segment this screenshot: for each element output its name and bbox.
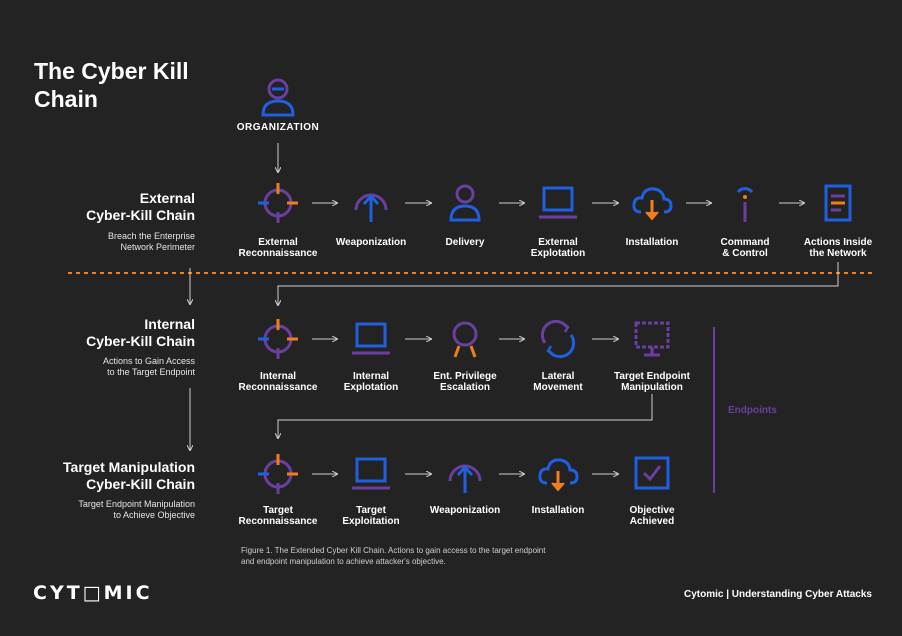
step-label: Weaponization (335, 237, 407, 248)
step-label: Ent. Privilege Escalation (433, 371, 497, 393)
laptop-icon (352, 457, 390, 490)
step-label: Target Endpoint Manipulation (614, 371, 690, 393)
organization-label: ORGANIZATION (236, 122, 320, 133)
cloud-download-icon (538, 458, 579, 492)
step-icon-wrap (535, 316, 581, 362)
step-label: Delivery (445, 237, 485, 248)
checkbox-icon (634, 456, 670, 490)
step-icon-wrap (629, 180, 675, 226)
step-label: Installation (531, 505, 585, 516)
step-label: Objective Achieved (629, 505, 675, 527)
step-icon-wrap (629, 451, 675, 497)
row-title-target: Target Manipulation Cyber-Kill Chain (63, 459, 195, 492)
step-icon-wrap (255, 451, 301, 497)
step-icon-wrap (442, 451, 488, 497)
step-icon-wrap (629, 316, 675, 362)
footer-text: Cytomic | Understanding Cyber Attacks (683, 589, 872, 600)
crosshair-icon (258, 319, 298, 359)
brand-logo: CYT□MIC (33, 582, 153, 604)
document-icon (824, 184, 852, 222)
step-label: External Explotation (530, 237, 586, 259)
row-subtitle-internal: Actions to Gain Access to the Target End… (102, 356, 195, 377)
row-title-internal: Internal Cyber-Kill Chain (86, 316, 195, 349)
step-label: Command & Control (720, 237, 770, 259)
cloud-download-icon (632, 187, 673, 221)
antenna-icon (736, 187, 754, 222)
step-icon-wrap (255, 180, 301, 226)
step-icon-wrap (722, 180, 768, 226)
monitor-icon (634, 321, 670, 357)
figure-caption: Figure 1. The Extended Cyber Kill Chain.… (241, 546, 546, 566)
step-label: Target Exploitation (342, 505, 400, 527)
step-label: Target Reconnaissance (238, 505, 318, 527)
refresh-icon (540, 319, 576, 359)
row-subtitle-target: Target Endpoint Manipulation to Achieve … (78, 499, 195, 520)
row-title-external: External Cyber-Kill Chain (86, 190, 195, 223)
crosshair-icon (258, 454, 298, 494)
step-icon-wrap (255, 316, 301, 362)
person-icon (449, 184, 481, 222)
step-icon-wrap (535, 180, 581, 226)
step-icon-wrap (348, 180, 394, 226)
step-icon-wrap (442, 316, 488, 362)
laptop-icon (539, 186, 577, 219)
step-icon-wrap (815, 180, 861, 226)
upload-arrow-icon (448, 464, 482, 493)
step-label: External Reconnaissance (238, 237, 318, 259)
user-icon (261, 78, 295, 117)
laptop-icon (352, 322, 390, 355)
step-label: Internal Reconnaissance (238, 371, 318, 393)
row-subtitle-external: Breach the Enterprise Network Perimeter (107, 231, 195, 252)
step-label: Internal Explotation (343, 371, 399, 393)
medal-icon (452, 321, 478, 358)
step-label: Lateral Movement (533, 371, 583, 393)
step-icon-wrap (348, 316, 394, 362)
step-label: Actions Inside the Network (803, 237, 873, 259)
step-icon-wrap (442, 180, 488, 226)
step-icon-wrap (535, 451, 581, 497)
step-label: Weaponization (429, 505, 501, 516)
upload-arrow-icon (354, 193, 388, 222)
crosshair-icon (258, 183, 298, 223)
step-label: Installation (625, 237, 679, 248)
step-icon-wrap (348, 451, 394, 497)
organization-icon-wrap (255, 75, 301, 121)
endpoints-label: Endpoints (728, 405, 777, 416)
page-title: The Cyber Kill Chain (34, 58, 189, 112)
